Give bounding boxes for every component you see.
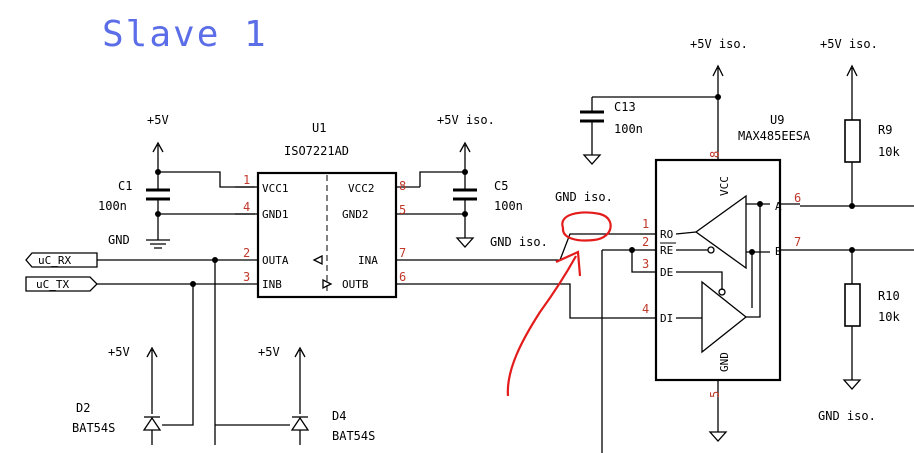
- isolated-signals: GND iso.: [420, 190, 640, 453]
- u9-pin-a: A: [775, 200, 782, 213]
- r9-value: 10k: [878, 145, 900, 159]
- u9-pin-num-2: 2: [642, 235, 649, 249]
- u1-pin-inb: INB: [262, 278, 282, 291]
- u9-pin-num-1: 1: [642, 217, 649, 231]
- c13-capacitor-group: +5V iso. C13 100n: [580, 37, 748, 165]
- r9-ref: R9: [878, 123, 892, 137]
- annotation-arrow: [506, 255, 577, 397]
- d4-diode-group: +5V D4 BAT54S: [214, 260, 375, 445]
- uc-ports: uC_RX uC_TX: [25, 252, 235, 292]
- net-label-gnd-iso-r10: GND iso.: [818, 409, 876, 423]
- annotation-circle: [561, 211, 612, 242]
- c5-capacitor-group: +5V iso. C5 100n GND iso.: [419, 113, 548, 249]
- u9-pin-di: DI: [660, 312, 673, 325]
- u9-pin-num-7: 7: [794, 235, 801, 249]
- net-label-p5v-d2: +5V: [108, 345, 130, 359]
- net-label-p5v-iso-u9: +5V iso.: [690, 37, 748, 51]
- bus-resistors: +5V iso. R9 10k R10 10k GND iso.: [800, 37, 914, 423]
- annotation-arrowhead: [555, 250, 582, 277]
- net-label-p5v-iso-r9: +5V iso.: [820, 37, 878, 51]
- u1-pin-vcc2: VCC2: [348, 182, 375, 195]
- u9-pin-re: RE: [660, 244, 673, 257]
- sheet-title: Slave 1: [102, 14, 268, 55]
- c13-ref: C13: [614, 100, 636, 114]
- port-uc-tx-label: uC_TX: [36, 278, 69, 291]
- c5-value: 100n: [494, 199, 523, 213]
- u1-part: ISO7221AD: [284, 144, 349, 158]
- u9-pin-num-4: 4: [642, 302, 649, 316]
- net-label-gnd: GND: [108, 233, 130, 247]
- u1-pin-vcc1: VCC1: [262, 182, 289, 195]
- u1-pin-gnd1: GND1: [262, 208, 289, 221]
- u9-pin-ro: RO: [660, 228, 673, 241]
- c13-value: 100n: [614, 122, 643, 136]
- u9-ref: U9: [770, 113, 784, 127]
- r10-value: 10k: [878, 310, 900, 324]
- net-label-gnd-iso-u9: GND iso.: [555, 190, 613, 204]
- u9-pin-gnd: GND: [718, 352, 731, 372]
- c1-value: 100n: [98, 199, 127, 213]
- u1-pin-num-3: 3: [243, 270, 250, 284]
- u1-pin-num-7: 7: [399, 246, 406, 260]
- c1-ref: C1: [118, 179, 132, 193]
- net-label-p5v-d4: +5V: [258, 345, 280, 359]
- net-label-gnd-iso-c5: GND iso.: [490, 235, 548, 249]
- u1-pin-num-8: 8: [399, 179, 406, 193]
- u1-pin-num-4: 4: [243, 200, 250, 214]
- u1-ref: U1: [312, 121, 326, 135]
- u1-pin-ina: INA: [358, 254, 378, 267]
- u9-pin-de: DE: [660, 266, 673, 279]
- u1-pin-num-6: 6: [399, 270, 406, 284]
- u9-part: MAX485EESA: [738, 129, 811, 143]
- net-label-p5v-iso-c5: +5V iso.: [437, 113, 495, 127]
- d4-ref: D4: [332, 409, 346, 423]
- c1-capacitor-group: +5V C1 100n GND: [98, 113, 255, 249]
- u1-pin-gnd2: GND2: [342, 208, 369, 221]
- u1-pin-outb: OUTB: [342, 278, 369, 291]
- u1-pin-num-5: 5: [399, 203, 406, 217]
- red-annotation: [506, 211, 612, 397]
- u9-pin-num-5: 5: [708, 391, 722, 398]
- u9-pin-num-3: 3: [642, 257, 649, 271]
- r10-ref: R10: [878, 289, 900, 303]
- u9-pin-vcc: VCC: [718, 176, 731, 196]
- u1-pin-outa: OUTA: [262, 254, 289, 267]
- c5-ref: C5: [494, 179, 508, 193]
- u1-pin-num-2: 2: [243, 246, 250, 260]
- d2-ref: D2: [76, 401, 90, 415]
- d2-value: BAT54S: [72, 421, 115, 435]
- port-uc-rx-label: uC_RX: [38, 254, 71, 267]
- d2-diode-group: +5V D2 BAT54S: [72, 284, 194, 445]
- u1-pin-num-1: 1: [243, 173, 250, 187]
- d4-value: BAT54S: [332, 429, 375, 443]
- u9-pin-num-8: 8: [708, 151, 722, 158]
- u9-pin-num-6: 6: [794, 191, 801, 205]
- u1-isolator: U1 ISO7221AD VCC1 GND1 OUTA INB VCC2 GND…: [235, 121, 420, 299]
- net-label-p5v-u1: +5V: [147, 113, 169, 127]
- port-uc-tx: [25, 276, 98, 292]
- u9-transceiver: U9 MAX485EESA RO RE DE DI A B VCC GND: [640, 113, 811, 442]
- u9-pin-b: B: [775, 245, 782, 258]
